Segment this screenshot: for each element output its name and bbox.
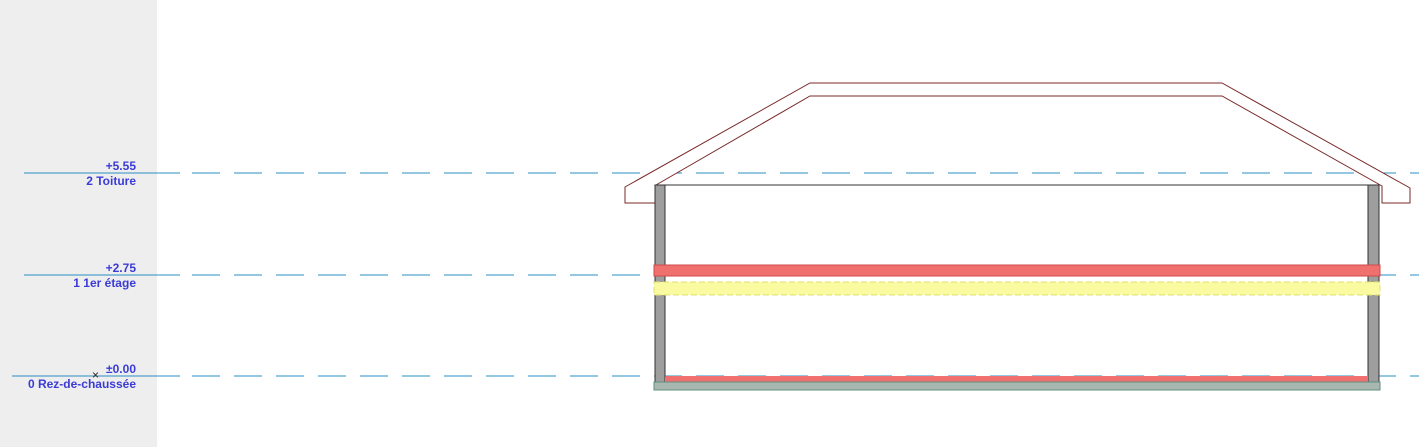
level-label-first-floor[interactable]: +2.75 1 1er étage — [0, 261, 136, 291]
level-name: 2 Toiture — [86, 174, 136, 188]
level-elevation: +2.75 — [105, 261, 136, 275]
building-section[interactable] — [624, 82, 1411, 391]
insulation-layer[interactable] — [653, 281, 1381, 296]
level-label-roof[interactable]: +5.55 2 Toiture — [0, 159, 136, 189]
level-elevation: ±0.00 — [106, 362, 136, 376]
level-label-panel: +5.55 2 Toiture +2.75 1 1er étage ±0.00 … — [0, 0, 157, 447]
origin-cross-icon: × — [92, 368, 100, 382]
level-name: 0 Rez-de-chaussée — [27, 377, 136, 391]
level-label-ground-floor[interactable]: ±0.00 0 Rez-de-chaussée — [0, 362, 136, 392]
level-elevation: +5.55 — [105, 159, 136, 173]
level-panel-background — [0, 0, 157, 447]
floor-slab-first[interactable] — [653, 264, 1381, 277]
floor-slab-ground[interactable] — [666, 376, 1368, 382]
level-name: 1 1er étage — [73, 276, 136, 290]
foundation[interactable] — [653, 381, 1381, 391]
